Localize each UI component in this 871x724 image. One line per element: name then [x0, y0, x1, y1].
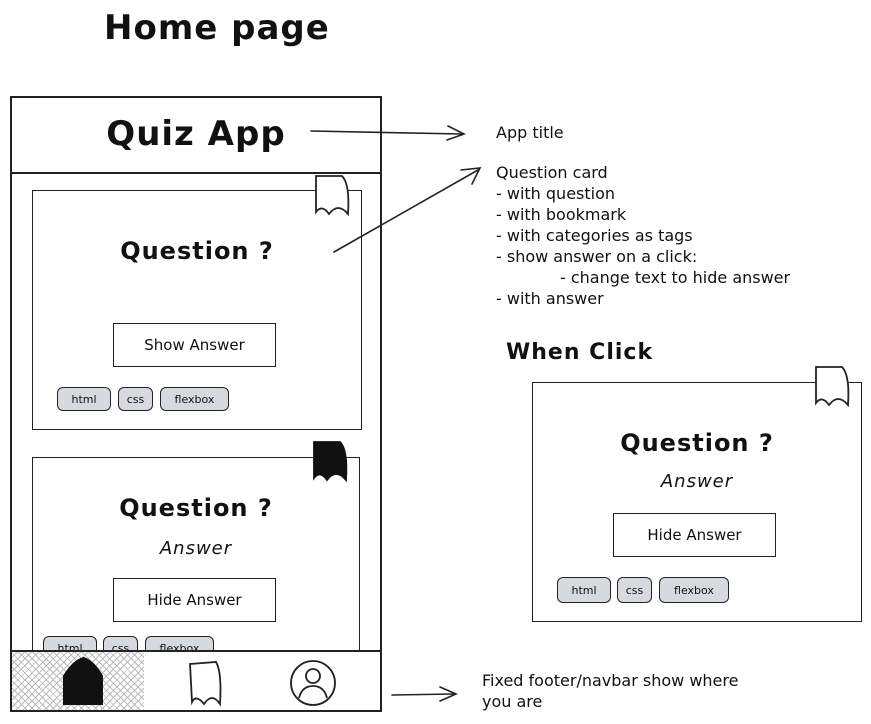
annotation-app-title: App title	[496, 123, 564, 142]
question-card-expanded: Question ? Answer Hide Answer html css f…	[532, 382, 862, 622]
tag-flexbox[interactable]: flexbox	[160, 387, 229, 411]
answer-text: Answer	[660, 471, 734, 492]
annotation-line: - change text to hide answer	[560, 268, 791, 287]
annotation-line: - with answer	[496, 289, 604, 308]
bookmark-filled-icon[interactable]	[310, 440, 354, 484]
annotation-line: - with bookmark	[496, 205, 627, 224]
profile-icon[interactable]	[288, 658, 338, 708]
hide-answer-button[interactable]: Hide Answer	[613, 513, 776, 557]
question-text: Question ?	[120, 237, 274, 265]
when-click-title: When Click	[506, 340, 654, 365]
annotation-line: - show answer on a click:	[496, 247, 698, 266]
tag-flexbox[interactable]: flexbox	[659, 577, 729, 603]
question-card-answered: Question ? Answer Hide Answer html css f…	[32, 457, 360, 660]
bookmark-icon[interactable]	[184, 660, 230, 708]
home-icon[interactable]	[60, 654, 106, 706]
footer-navbar	[10, 650, 382, 712]
arrow-footer	[391, 693, 455, 696]
annotation-question-card-heading: Question card	[496, 163, 608, 182]
tag-css[interactable]: css	[617, 577, 652, 603]
app-title: Quiz App	[106, 114, 286, 154]
question-card: Question ? Show Answer html css flexbox	[32, 190, 362, 430]
bookmark-icon[interactable]	[312, 174, 356, 218]
bookmark-icon[interactable]	[812, 365, 856, 409]
page-title: Home page	[104, 8, 330, 48]
answer-text: Answer	[159, 538, 233, 559]
hide-answer-button[interactable]: Hide Answer	[113, 578, 276, 622]
tag-html[interactable]: html	[557, 577, 611, 603]
annotation-footer: you are	[482, 692, 543, 711]
tag-html[interactable]: html	[57, 387, 111, 411]
annotation-footer: Fixed footer/navbar show where	[482, 671, 739, 690]
annotation-line: - with categories as tags	[496, 226, 693, 245]
question-text: Question ?	[620, 429, 774, 457]
app-header: Quiz App	[10, 96, 382, 174]
show-answer-button[interactable]: Show Answer	[113, 323, 276, 367]
tag-css[interactable]: css	[118, 387, 153, 411]
annotation-line: - with question	[496, 184, 616, 203]
question-text: Question ?	[119, 494, 273, 522]
